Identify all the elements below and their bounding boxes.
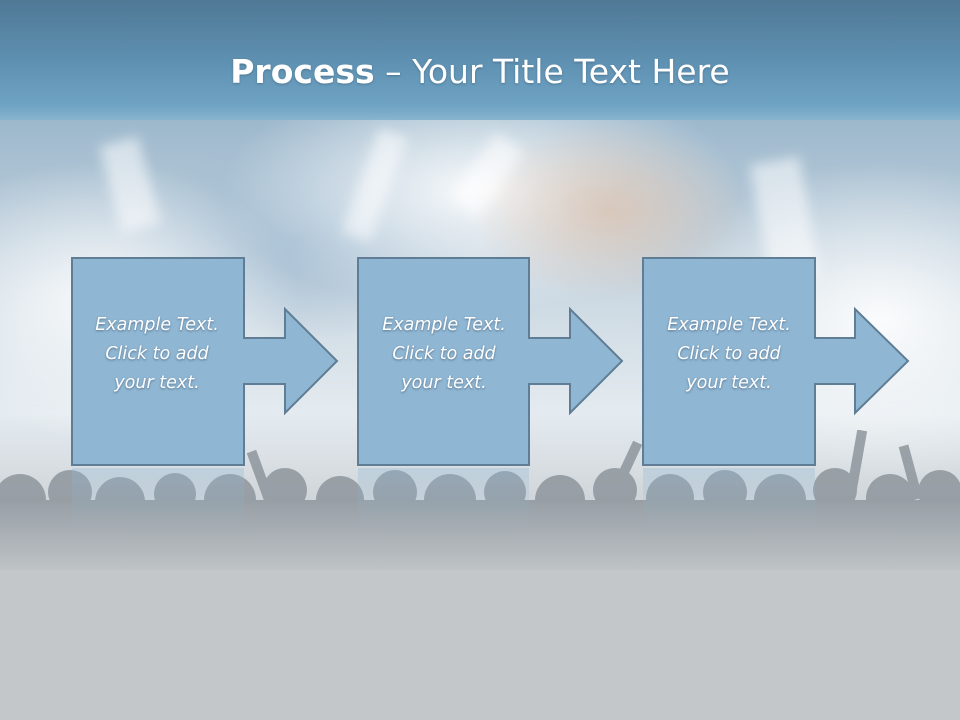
- step-3-line-1: Example Text.: [667, 315, 791, 335]
- step-3-line-2: Click to add: [677, 344, 781, 364]
- process-step-1[interactable]: [71, 257, 339, 528]
- slide-title: Process – Your Title Text Here: [0, 52, 960, 91]
- step-2-reflection: [358, 468, 529, 528]
- step-1-line-3: your text.: [114, 373, 200, 393]
- step-1-shape[interactable]: [71, 257, 339, 466]
- process-step-3[interactable]: [642, 257, 910, 528]
- step-3-reflection: [643, 468, 815, 528]
- title-bold: Process: [230, 52, 375, 91]
- step-1-text[interactable]: Example Text. Click to add your text.: [72, 311, 242, 398]
- step-3-shape[interactable]: [642, 257, 910, 466]
- step-3-text[interactable]: Example Text. Click to add your text.: [644, 311, 814, 398]
- step-2-line-3: your text.: [401, 373, 487, 393]
- step-1-line-1: Example Text.: [95, 315, 219, 335]
- title-rest: – Your Title Text Here: [374, 52, 730, 91]
- step-3-line-3: your text.: [686, 373, 772, 393]
- step-2-line-2: Click to add: [392, 344, 496, 364]
- step-1-line-2: Click to add: [105, 344, 209, 364]
- process-step-2[interactable]: [357, 257, 624, 528]
- step-2-shape[interactable]: [357, 257, 624, 466]
- lower-fade: [0, 500, 960, 720]
- header-band: [0, 0, 960, 140]
- step-2-text[interactable]: Example Text. Click to add your text.: [359, 311, 529, 398]
- step-2-line-1: Example Text.: [382, 315, 506, 335]
- step-1-reflection: [72, 468, 244, 528]
